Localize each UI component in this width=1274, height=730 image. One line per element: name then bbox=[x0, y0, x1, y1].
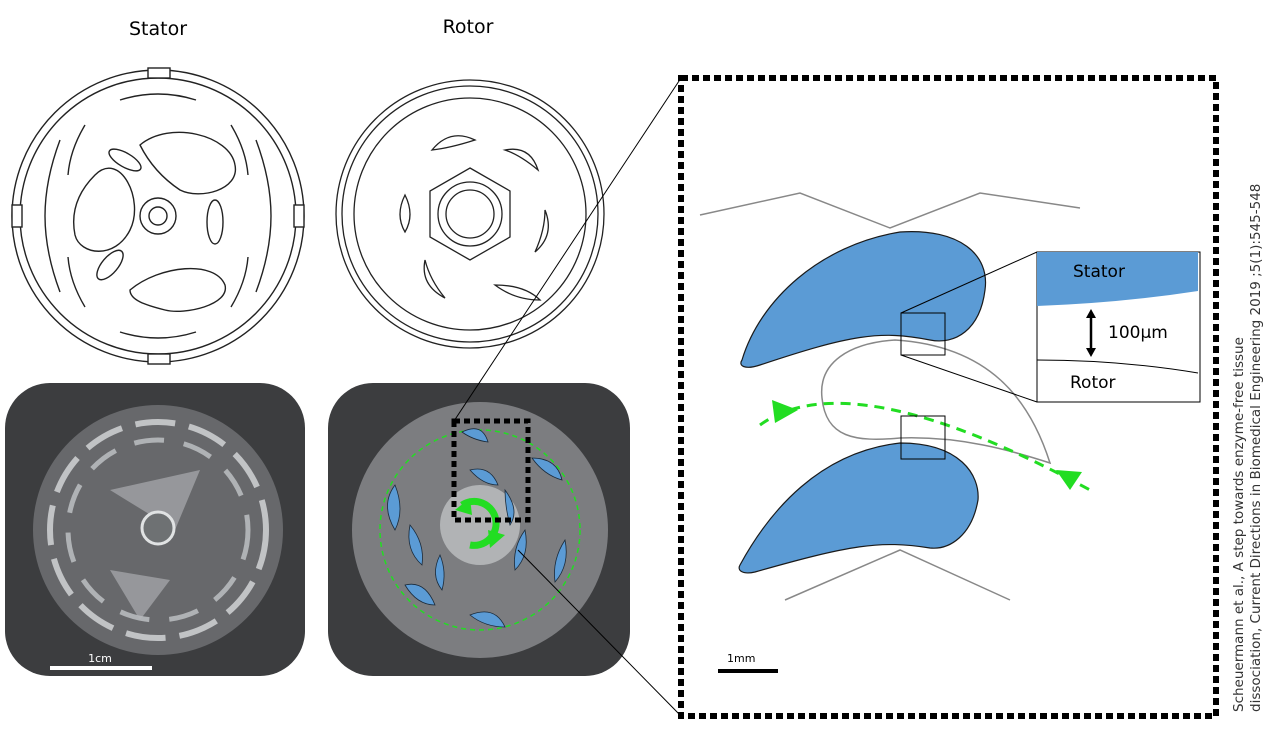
citation-line2: dissociation, Current Directions in Biom… bbox=[1248, 184, 1264, 712]
inset-rotor-label: Rotor bbox=[1070, 373, 1116, 393]
rotor-drawing bbox=[335, 79, 605, 349]
stator-photo: 1cm bbox=[5, 383, 305, 676]
gap-label: 100µm bbox=[1108, 323, 1168, 343]
photo-scale-label: 1cm bbox=[88, 652, 112, 665]
flow-arrow-icon bbox=[772, 400, 798, 423]
citation-line1: Scheuermann et al., A step towards enzym… bbox=[1231, 337, 1247, 712]
rotor-title: Rotor bbox=[443, 16, 494, 38]
stator-blade bbox=[738, 442, 979, 574]
zoom-region-box bbox=[451, 418, 531, 523]
stator-title: Stator bbox=[129, 18, 187, 40]
rotor-photo bbox=[328, 383, 630, 676]
stator-blade bbox=[740, 231, 987, 368]
citation: Scheuermann et al., A step towards enzym… bbox=[1231, 184, 1264, 712]
detail-scale-label: 1mm bbox=[727, 652, 755, 665]
stator-drawing bbox=[11, 67, 305, 365]
gap-inset: Stator 100µm Rotor bbox=[1036, 251, 1201, 403]
inset-stator-label: Stator bbox=[1073, 262, 1125, 282]
flow-arrow-icon bbox=[1056, 470, 1082, 490]
detail-panel: Stator 100µm Rotor 1mm bbox=[678, 75, 1219, 719]
rotor-blade-outline bbox=[821, 339, 1052, 465]
